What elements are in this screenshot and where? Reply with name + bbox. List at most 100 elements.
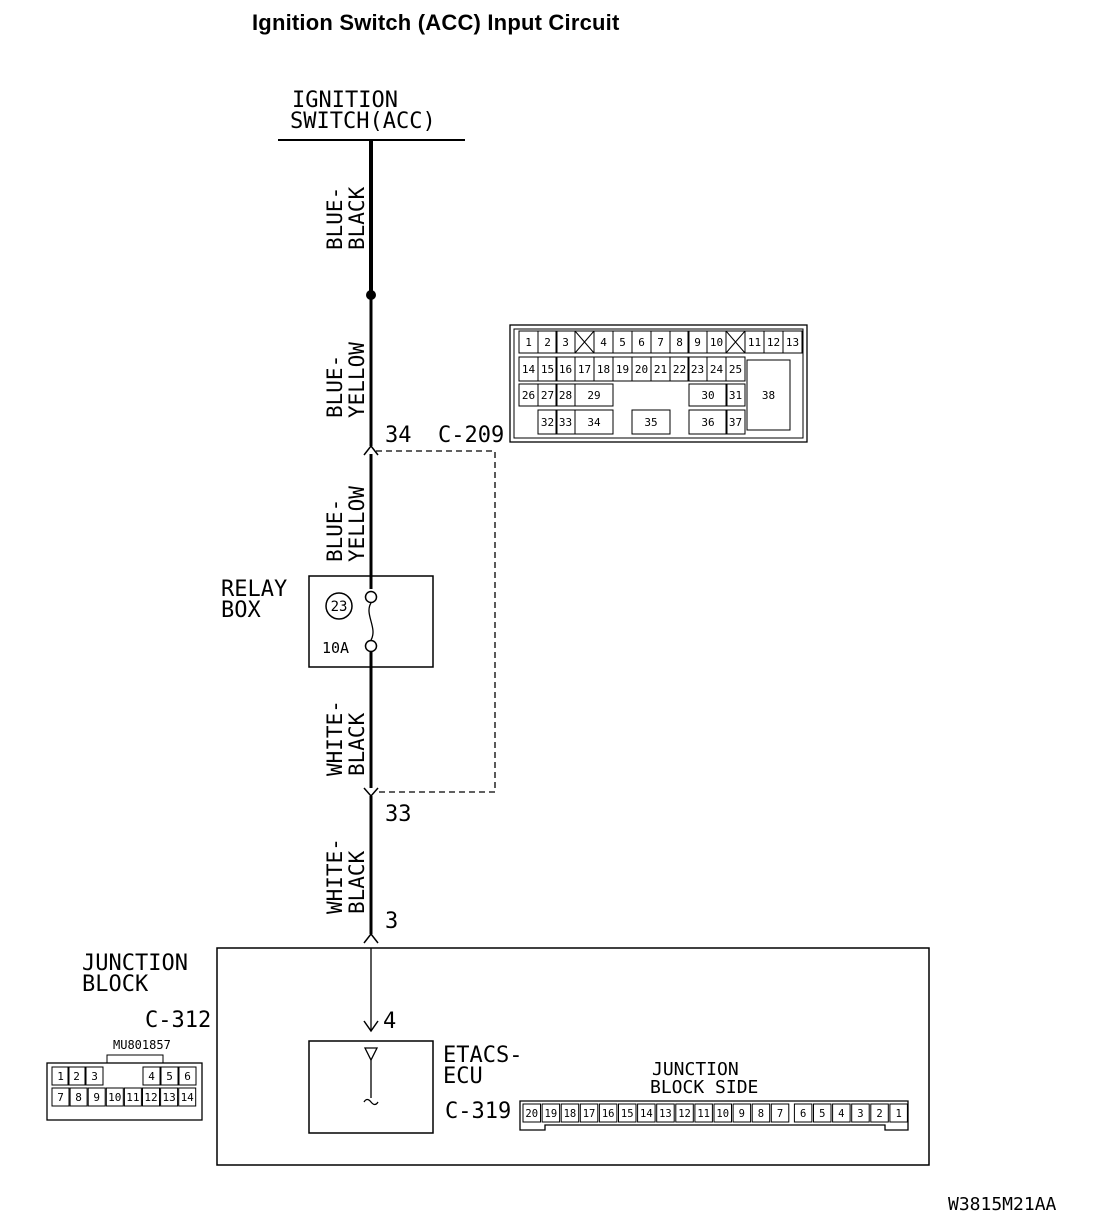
c209-pin-22-label: 22 bbox=[673, 363, 686, 376]
c312-pin-12-cell bbox=[142, 1087, 160, 1107]
source-label-line2: SWITCH(ACC) bbox=[290, 109, 436, 134]
c312-pin-1-cell bbox=[51, 1066, 70, 1086]
c209-pin-25-label: 25 bbox=[729, 363, 742, 376]
c209-pin-34-cell bbox=[574, 409, 614, 435]
c319-pin-6-label: 6 bbox=[800, 1108, 806, 1120]
c319-pin-10-label: 10 bbox=[716, 1108, 729, 1120]
c319-pin-12-label: 12 bbox=[678, 1108, 691, 1120]
fuse-terminal-bottom bbox=[364, 639, 378, 653]
c312-pin-8-label: 8 bbox=[75, 1091, 82, 1104]
c319-pin-18-label: 18 bbox=[564, 1108, 577, 1120]
c209-pin-29-cell bbox=[574, 383, 614, 407]
c319-pin-4-label: 4 bbox=[838, 1108, 844, 1120]
c312-pin-7-cell bbox=[51, 1087, 70, 1107]
c319-pin-10-cell bbox=[713, 1103, 732, 1123]
junction-block-label-line2: BLOCK bbox=[82, 972, 149, 997]
c319-pin-11-label: 11 bbox=[697, 1108, 710, 1120]
c319-pin-17-cell bbox=[579, 1103, 599, 1123]
wire-label-w2-line1: BLUE- bbox=[323, 355, 347, 418]
c209-pin-38-cell bbox=[746, 359, 791, 431]
wire-label-w5-line2: BLACK bbox=[345, 850, 369, 914]
c209-pin-6-label: 6 bbox=[638, 336, 645, 349]
c209-pin-35-label: 35 bbox=[644, 416, 657, 429]
c319-pin-5-cell bbox=[813, 1103, 832, 1123]
c209-pin-32-label: 32 bbox=[541, 416, 554, 429]
c209-pin-28-label: 28 bbox=[559, 389, 572, 402]
wire-label-w3: BLUE- YELLOW bbox=[323, 486, 369, 562]
fuse-terminal-top bbox=[364, 590, 378, 604]
c209-blank-1-cross bbox=[574, 330, 595, 354]
wire-label-w1-line2: BLACK bbox=[345, 186, 369, 250]
c209-pin-31-label: 31 bbox=[729, 389, 742, 402]
c209-pin-38-label: 38 bbox=[762, 389, 775, 402]
wire-label-w1: BLUE- BLACK bbox=[323, 186, 369, 250]
wire-label-w3-line2: YELLOW bbox=[345, 486, 369, 562]
c312-pin-13-label: 13 bbox=[162, 1091, 175, 1104]
c312-pin-5-label: 5 bbox=[166, 1070, 173, 1083]
c209-pin-1-label: 1 bbox=[525, 336, 532, 349]
relay-box bbox=[308, 575, 434, 668]
c319-outline bbox=[519, 1100, 909, 1131]
c209-pin-9-label: 9 bbox=[694, 336, 701, 349]
c312-pin-14-label: 14 bbox=[181, 1091, 195, 1104]
c209-blank-1-cell bbox=[574, 330, 595, 354]
jb-side-label-line1: JUNCTION bbox=[652, 1059, 739, 1080]
fuse-number: 23 bbox=[331, 599, 348, 615]
diagram-title: Ignition Switch (ACC) Input Circuit bbox=[252, 10, 620, 35]
c319-pin-18-cell bbox=[560, 1103, 580, 1123]
connector-33-mark bbox=[363, 787, 379, 798]
figure-id: W3815M21AA bbox=[948, 1194, 1057, 1215]
etacs-label-line1: ETACS- bbox=[443, 1043, 522, 1068]
c209-pin-20-label: 20 bbox=[635, 363, 648, 376]
c312-pin-11-label: 11 bbox=[126, 1091, 139, 1104]
c209-pin-13-label: 13 bbox=[786, 336, 799, 349]
c312-pin-5-cell bbox=[160, 1066, 179, 1086]
c209-pin-25-cell bbox=[725, 356, 746, 382]
connector-3-mark bbox=[363, 932, 379, 944]
c319-pin-6-cell bbox=[793, 1103, 813, 1123]
pin-3-label: 3 bbox=[385, 909, 398, 934]
c209-pin-19-label: 19 bbox=[616, 363, 629, 376]
c319-pin-17-label: 17 bbox=[583, 1108, 596, 1120]
c209-pin-22-cell bbox=[669, 356, 690, 382]
c312-pin-10-cell bbox=[105, 1087, 124, 1107]
c319-pin-16-label: 16 bbox=[602, 1108, 615, 1120]
c312-latch bbox=[106, 1054, 164, 1064]
c209-pin-33-label: 33 bbox=[559, 416, 572, 429]
c209-pin-30-cell bbox=[688, 383, 728, 407]
c319-pin-13-label: 13 bbox=[659, 1108, 672, 1120]
c312-pin-6-cell bbox=[178, 1066, 197, 1086]
c209-pin-37-cell bbox=[725, 409, 746, 435]
wire-label-w1-line1: BLUE- bbox=[323, 187, 347, 250]
c312-pin-2-label: 2 bbox=[73, 1070, 80, 1083]
c209-pin-30-label: 30 bbox=[701, 389, 714, 402]
c319-pin-15-label: 15 bbox=[621, 1108, 634, 1120]
c319-pin-20-cell bbox=[522, 1103, 541, 1123]
c319-pin-3-label: 3 bbox=[857, 1108, 863, 1120]
wire-label-w5: WHITE- BLACK bbox=[323, 838, 369, 914]
relay-box-label-line2: BOX bbox=[221, 598, 261, 623]
c209-pin-36-cell bbox=[688, 409, 728, 435]
relay-box-label-line1: RELAY bbox=[221, 577, 287, 602]
c209-pin-35-cell bbox=[631, 409, 671, 435]
c209-pin-27-cell bbox=[537, 383, 558, 407]
c312-pin-6-label: 6 bbox=[184, 1070, 191, 1083]
c209-pin-2-cell bbox=[537, 330, 558, 354]
c319-pin-1-label: 1 bbox=[895, 1108, 901, 1120]
c319-pin-20-label: 20 bbox=[525, 1108, 538, 1120]
c319-pin-13-cell bbox=[656, 1103, 675, 1123]
c209-pin-29-label: 29 bbox=[587, 389, 600, 402]
junction-block-box bbox=[216, 947, 930, 1166]
c209-blank-2-cell bbox=[725, 330, 746, 354]
c209-dashed-outline bbox=[376, 450, 496, 793]
c209-inner-outline bbox=[513, 328, 804, 439]
c209-pin-27-label: 27 bbox=[541, 389, 554, 402]
connector-34-mark bbox=[363, 444, 379, 456]
etacs-input-symbol bbox=[363, 1047, 379, 1062]
etacs-ecu-box bbox=[308, 1040, 434, 1134]
pin-33-label: 33 bbox=[385, 802, 412, 827]
